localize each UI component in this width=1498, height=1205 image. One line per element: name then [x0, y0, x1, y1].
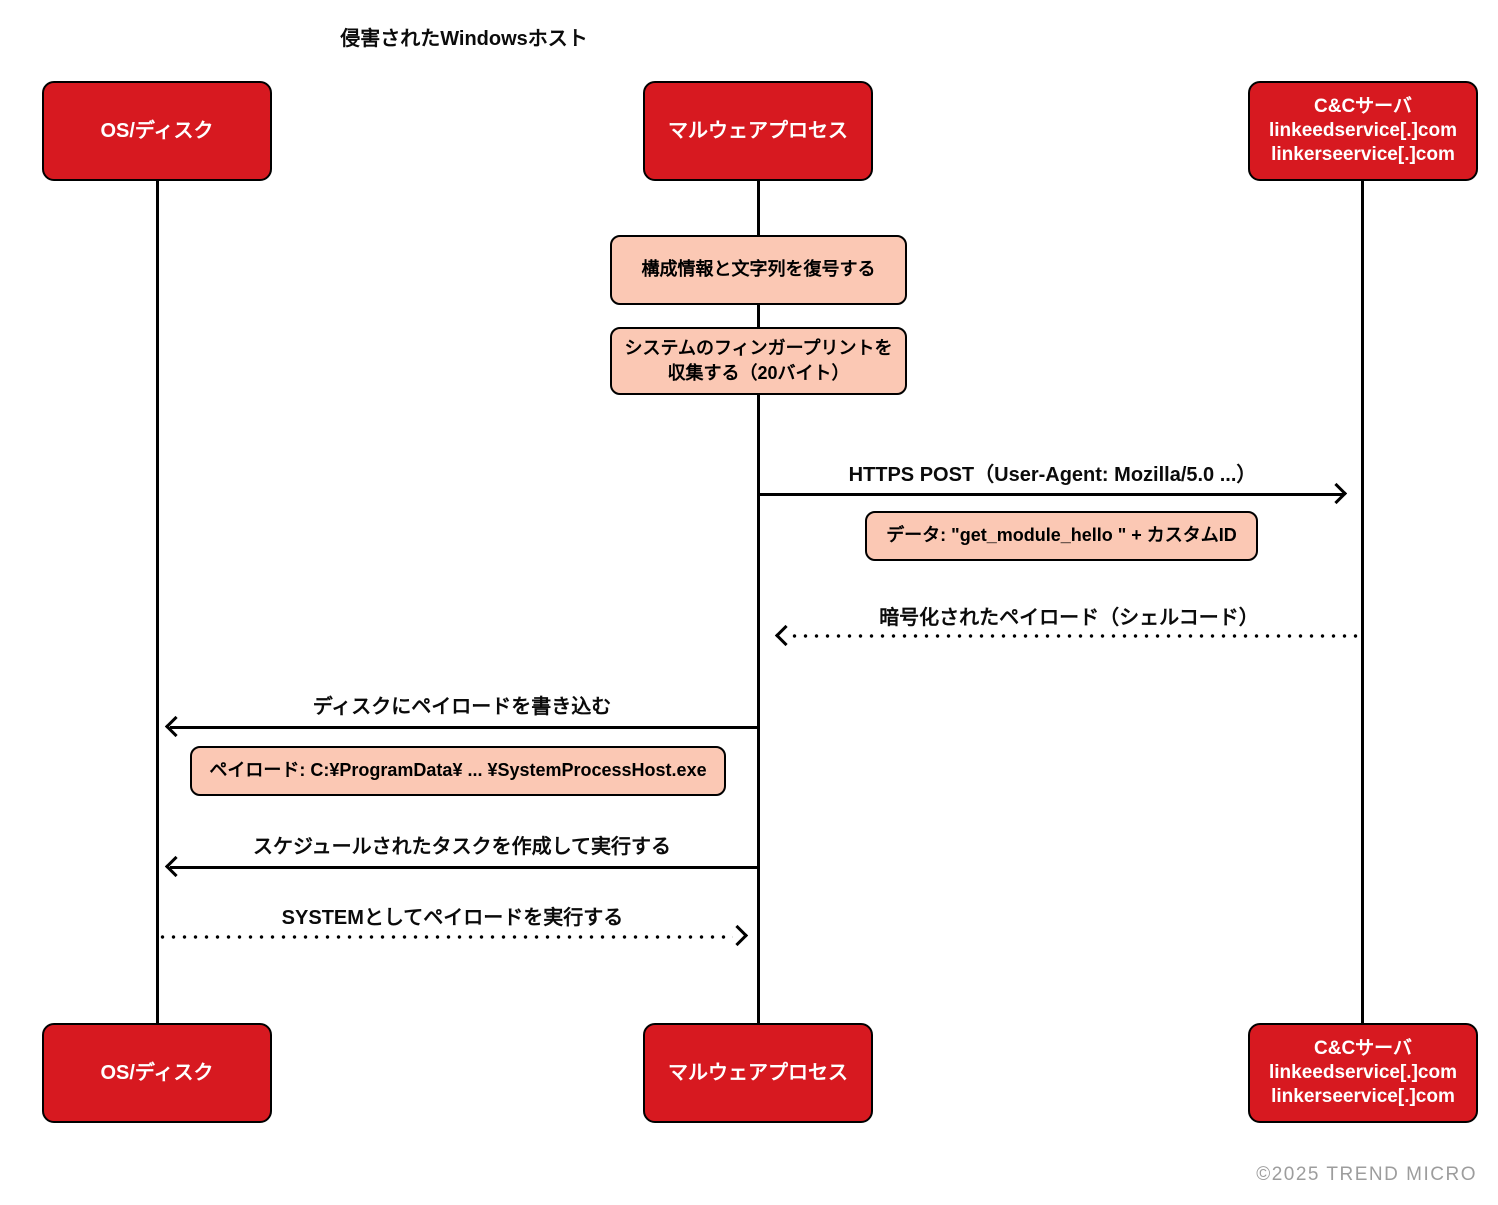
actor-os-top-label: OS/ディスク — [100, 120, 214, 142]
cc-top-domain-1: linkeedservice[.]com — [1269, 120, 1457, 142]
message-scheduled-task-label: スケジュールされたタスクを作成して実行する — [253, 836, 671, 858]
note-post-data-text: データ: "get_module_hello " + カスタムID — [886, 525, 1237, 546]
actor-malware-bottom: マルウェアプロセス — [643, 1023, 873, 1123]
write-payload-arrowhead-icon — [164, 715, 187, 738]
message-execute-system-line — [157, 935, 733, 939]
actor-cc-bottom: C&Cサーバ linkeedservice[.]com linkerseervi… — [1248, 1023, 1478, 1123]
actor-os-bottom: OS/ディスク — [42, 1023, 272, 1123]
actor-malware-top: マルウェアプロセス — [643, 81, 873, 181]
message-execute-system-label: SYSTEMとしてペイロードを実行する — [281, 907, 624, 929]
lifeline-cc — [1361, 181, 1364, 1023]
note-decode-config-text: 構成情報と文字列を復号する — [641, 259, 876, 280]
lifeline-malware — [757, 181, 760, 1023]
note-fingerprint-line-2: 収集する（20バイト） — [667, 363, 850, 383]
message-encrypted-payload-label: 暗号化されたペイロード（シェルコード） — [879, 607, 1259, 629]
note-post-data: データ: "get_module_hello " + カスタムID — [865, 511, 1258, 561]
copyright-text: ©2025 TREND MICRO — [1256, 1164, 1477, 1185]
lifeline-os — [156, 181, 159, 1023]
message-encrypted-payload-line — [789, 634, 1362, 638]
actor-malware-bottom-label: マルウェアプロセス — [668, 1062, 848, 1084]
actor-malware-top-label: マルウェアプロセス — [668, 120, 848, 142]
note-decode-config: 構成情報と文字列を復号する — [610, 235, 907, 305]
note-payload-path: ペイロード: C:¥ProgramData¥ ... ¥SystemProces… — [190, 746, 726, 796]
scheduled-task-arrowhead-icon — [164, 855, 187, 878]
actor-cc-top: C&Cサーバ linkeedservice[.]com linkerseervi… — [1248, 81, 1478, 181]
cc-bottom-domain-2: linkerseervice[.]com — [1271, 1085, 1455, 1107]
message-write-payload-label: ディスクにペイロードを書き込む — [312, 696, 612, 718]
note-fingerprint-line-1: システムのフィンガープリントを — [624, 337, 893, 358]
actor-os-bottom-label: OS/ディスク — [100, 1062, 214, 1084]
cc-bottom-server-label: C&Cサーバ — [1314, 1038, 1412, 1060]
actor-os-top: OS/ディスク — [42, 81, 272, 181]
cc-bottom-domain-1: linkeedservice[.]com — [1269, 1062, 1457, 1084]
cc-top-domain-2: linkerseervice[.]com — [1271, 143, 1455, 165]
message-https-post-label: HTTPS POST（User-Agent: Mozilla/5.0 ...） — [848, 464, 1257, 486]
note-collect-fingerprint: システムのフィンガープリントを 収集する（20バイト） — [610, 327, 907, 395]
message-scheduled-task-line — [170, 866, 758, 869]
cc-top-server-label: C&Cサーバ — [1314, 96, 1412, 118]
diagram-title: 侵害されたWindowsホスト — [340, 28, 588, 50]
note-payload-path-text: ペイロード: C:¥ProgramData¥ ... ¥SystemProces… — [209, 760, 707, 781]
message-write-payload-line — [170, 726, 758, 729]
message-https-post-line — [758, 493, 1344, 496]
